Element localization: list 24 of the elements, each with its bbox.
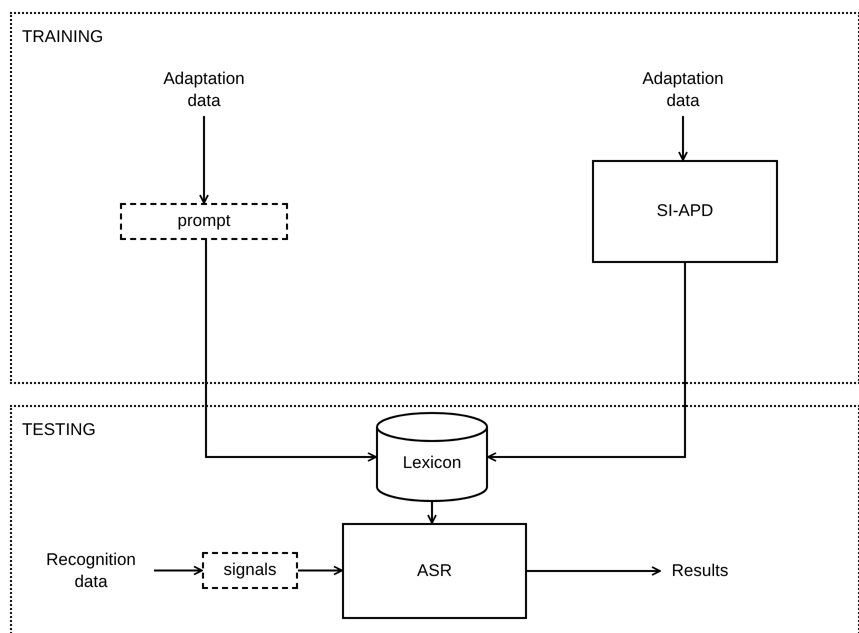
region-title: TESTING [22,419,96,440]
node-text: Adaptation data [641,68,725,112]
process-box [592,160,778,263]
node-text: Adaptation data [162,68,246,112]
process-box [342,523,527,619]
arrow [154,566,203,576]
region-title: TRAINING [22,26,104,48]
arrow [487,263,686,462]
arrow [298,566,343,576]
node-text: Results [672,560,728,582]
arrow [427,502,437,524]
node-text: Lexicon [402,452,462,474]
node-text: signals [224,559,276,582]
node-text: SI-APD [656,200,714,222]
database-cylinder [376,412,488,502]
node-text: Recognition data [45,548,137,593]
node-text: ASR [417,560,452,582]
arrow [199,116,209,204]
arrow [527,566,661,576]
dashed-box [202,552,298,589]
arrow [678,116,688,161]
arrow [205,240,377,462]
dashed-box [120,203,288,240]
node-text: prompt [178,210,230,232]
